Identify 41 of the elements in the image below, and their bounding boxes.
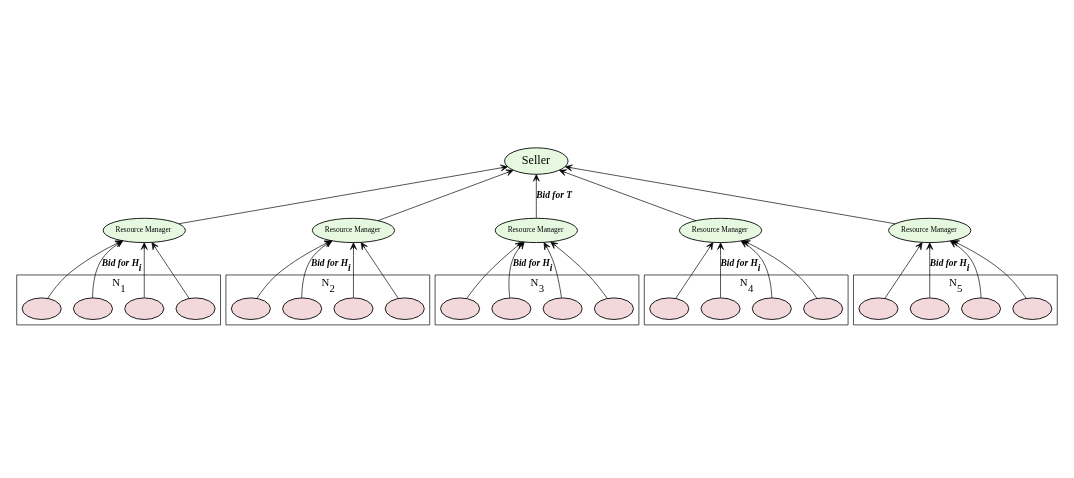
arrow xyxy=(140,242,148,298)
node-ellipse xyxy=(230,297,271,320)
arrow xyxy=(377,169,514,221)
arrow xyxy=(926,242,934,298)
node-ellipse xyxy=(803,297,844,320)
node-ellipse xyxy=(858,297,899,320)
node-ellipse xyxy=(751,297,792,320)
arrow xyxy=(559,169,697,221)
node-ellipse xyxy=(491,297,532,320)
node-ellipse xyxy=(1012,297,1053,320)
node-ellipse: Resource Manager xyxy=(311,217,396,243)
arrow xyxy=(151,242,190,299)
node-ellipse xyxy=(333,297,374,320)
arrow xyxy=(360,242,399,299)
arrow xyxy=(543,242,562,299)
arrow xyxy=(884,242,923,299)
node-ellipse xyxy=(700,297,741,320)
node-ellipse xyxy=(961,297,1002,320)
arrow xyxy=(717,242,724,298)
arrow xyxy=(550,241,608,299)
node-ellipse: Resource Manager xyxy=(678,217,763,243)
node-ellipse xyxy=(909,297,950,320)
node-ellipse xyxy=(124,297,165,320)
node-ellipse xyxy=(593,297,634,320)
arrow xyxy=(532,174,540,219)
arrow xyxy=(350,242,357,298)
node-ellipse xyxy=(542,297,583,320)
arrow xyxy=(178,164,508,225)
node-ellipse xyxy=(384,297,425,320)
node-ellipse xyxy=(649,297,690,320)
node-ellipse xyxy=(72,297,113,320)
node-ellipse: Resource Manager xyxy=(888,217,972,243)
node-ellipse: Resource Manager xyxy=(494,217,578,243)
node-ellipse: Resource Manager xyxy=(102,217,186,243)
edge-label: Bid for T xyxy=(536,190,572,201)
arrow xyxy=(564,164,896,225)
node-ellipse xyxy=(440,297,481,320)
node-ellipse xyxy=(282,297,323,320)
node-ellipse xyxy=(21,297,62,320)
arrow xyxy=(675,242,714,299)
node-ellipse xyxy=(175,297,216,320)
